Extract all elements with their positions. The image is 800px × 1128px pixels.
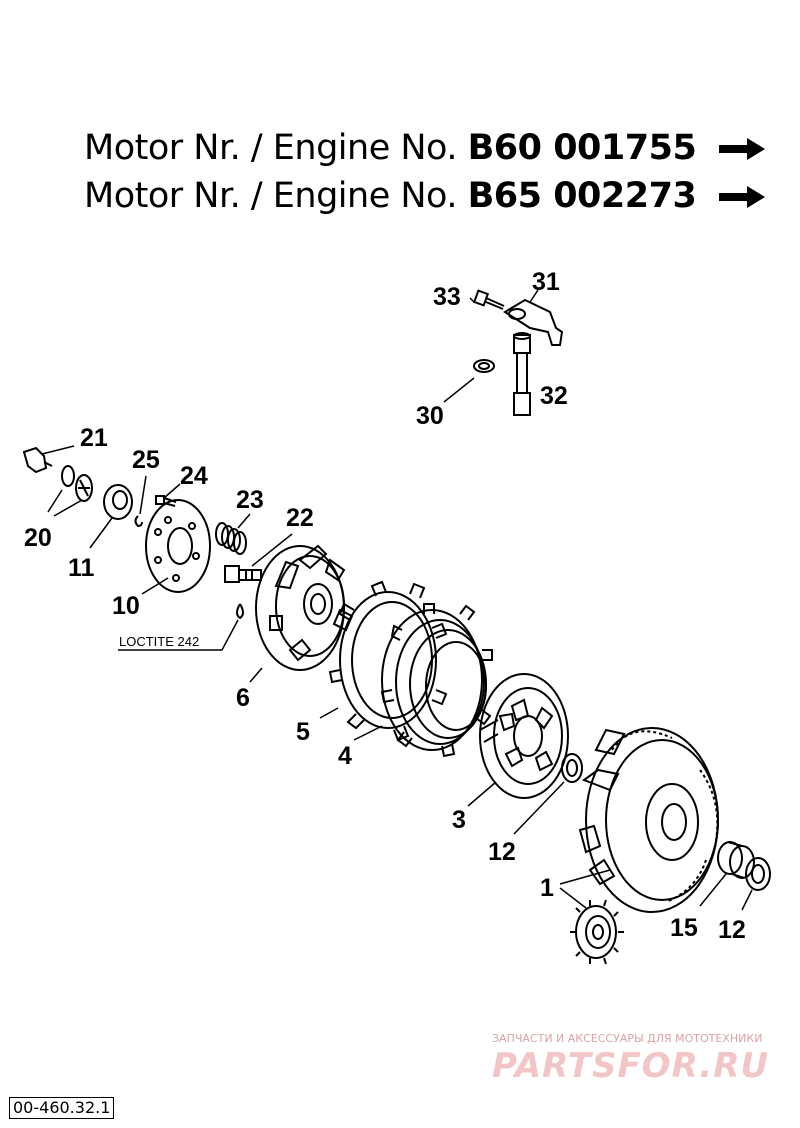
part-25-circlip bbox=[134, 515, 143, 528]
callout-12-lower: 12 bbox=[718, 916, 746, 944]
callout-3: 3 bbox=[452, 806, 466, 834]
part-33-bolt bbox=[472, 289, 505, 310]
watermark-tagline: ЗАПЧАСТИ И АКСЕССУАРЫ ДЛЯ МОТОТЕХНИКИ bbox=[492, 1032, 763, 1045]
part-5-steel-plates bbox=[328, 580, 448, 742]
part-30-washer bbox=[473, 359, 495, 373]
callout-25: 25 bbox=[132, 446, 160, 474]
part-23-spring bbox=[215, 522, 247, 555]
part-22-stud bbox=[224, 565, 262, 583]
leader-lines bbox=[41, 289, 753, 911]
part-12-washer-lower bbox=[745, 857, 771, 891]
callout-30: 30 bbox=[416, 402, 444, 430]
engine-number: B60 001755 bbox=[467, 128, 697, 168]
callout-1: 1 bbox=[540, 874, 554, 902]
loctite-drop-icon bbox=[236, 603, 244, 620]
part-4-friction-discs bbox=[380, 603, 493, 758]
callout-21: 21 bbox=[80, 424, 108, 452]
engine-number-line-1: Motor Nr. / Engine No. B60 001755 bbox=[84, 128, 765, 168]
callout-31: 31 bbox=[532, 268, 560, 296]
watermark-logo: PARTSFOR.RU bbox=[492, 1046, 770, 1086]
part-12-washer bbox=[561, 753, 583, 783]
part-10-pressure-plate bbox=[145, 499, 211, 593]
callout-4: 4 bbox=[338, 742, 352, 770]
part-21-bolt bbox=[22, 446, 53, 474]
part-20-washer bbox=[61, 465, 75, 487]
part-1-primary-gear bbox=[570, 899, 624, 965]
callout-11: 11 bbox=[68, 554, 95, 582]
part-20-spring-washer bbox=[75, 474, 93, 502]
callout-20: 20 bbox=[24, 524, 52, 552]
engine-label: Motor Nr. / Engine No. bbox=[84, 176, 457, 216]
callout-24: 24 bbox=[180, 462, 208, 490]
callout-15: 15 bbox=[670, 914, 698, 942]
part-3-disc bbox=[479, 673, 569, 799]
callout-22: 22 bbox=[286, 504, 314, 532]
part-11-cap bbox=[103, 484, 133, 520]
callout-32: 32 bbox=[540, 382, 568, 410]
callout-33: 33 bbox=[433, 283, 461, 311]
callout-12: 12 bbox=[488, 838, 516, 866]
callout-23: 23 bbox=[236, 486, 264, 514]
right-arrow-icon bbox=[718, 138, 765, 160]
part-6-inner-hub bbox=[255, 544, 354, 671]
engine-number: B65 002273 bbox=[467, 176, 697, 216]
part-32-shaft bbox=[513, 332, 531, 416]
engine-number-line-2: Motor Nr. / Engine No. B65 002273 bbox=[84, 176, 765, 216]
callout-10: 10 bbox=[112, 592, 140, 620]
engine-label: Motor Nr. / Engine No. bbox=[84, 128, 457, 168]
right-arrow-icon bbox=[718, 186, 765, 208]
part-15-bushing bbox=[717, 841, 755, 879]
callout-6: 6 bbox=[236, 684, 250, 712]
part-1-clutch-basket bbox=[578, 727, 719, 913]
callout-5: 5 bbox=[296, 718, 310, 746]
part-31-lever bbox=[503, 298, 564, 346]
loctite-label: LOCTITE 242 bbox=[119, 634, 199, 649]
drawing-number: 00-460.32.1 bbox=[9, 1097, 115, 1119]
